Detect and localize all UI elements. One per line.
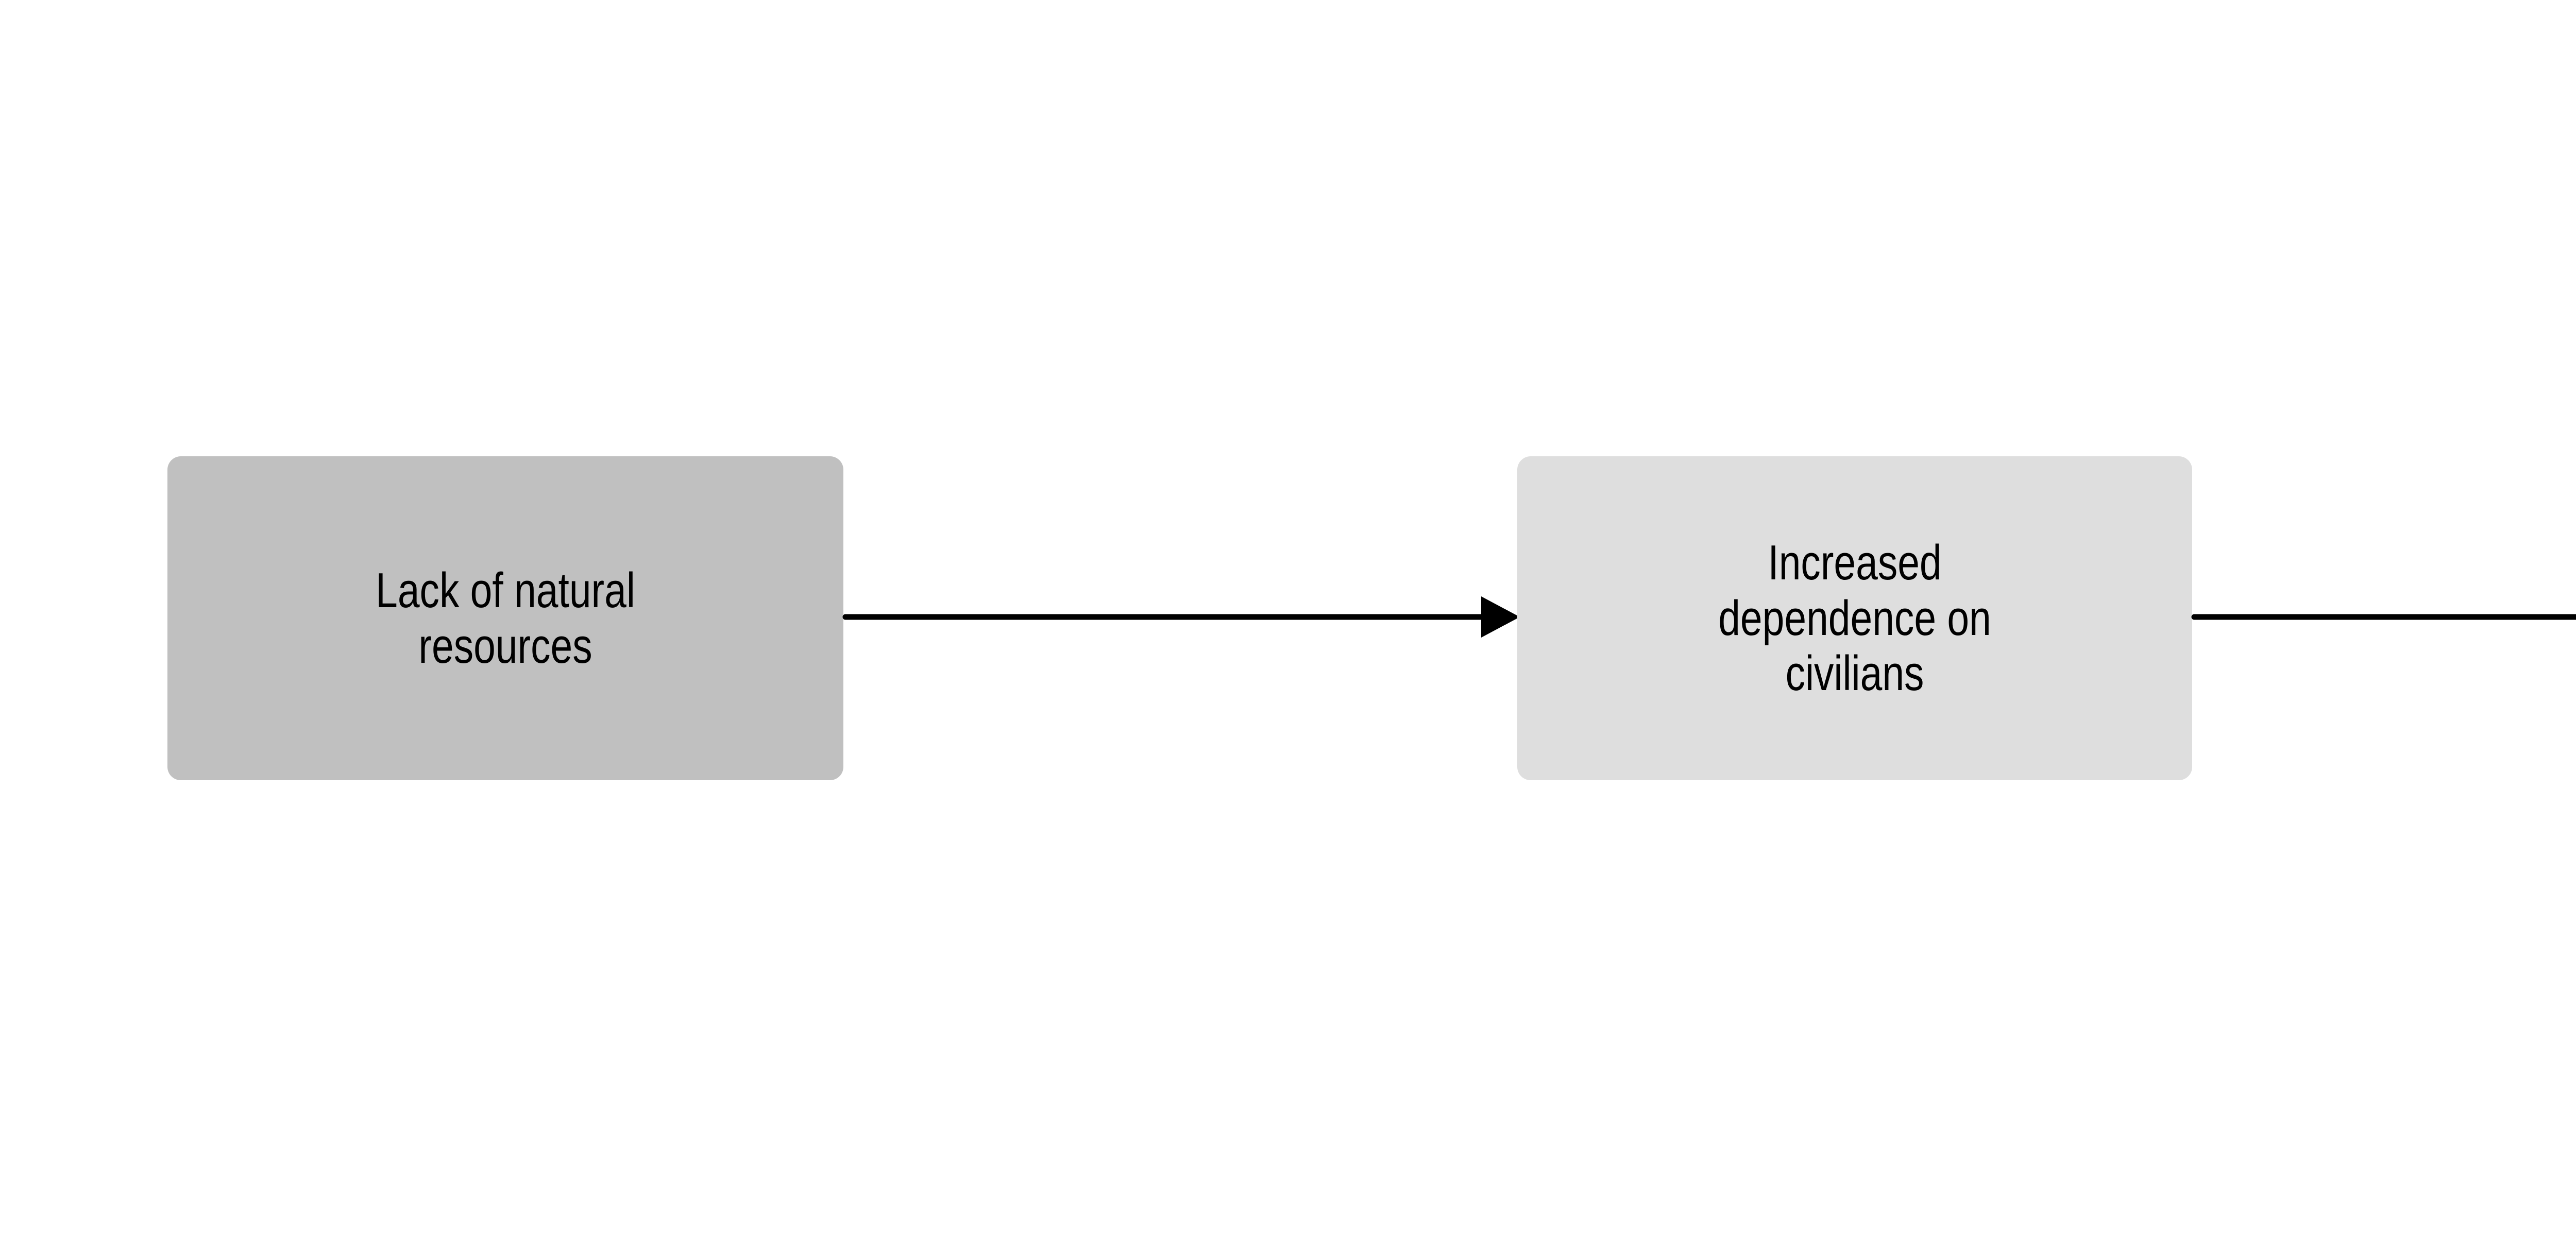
node-lack-of-natural-resources[interactable]: Lack of natural resources bbox=[167, 456, 843, 780]
node-label: Increased dependence on civilians bbox=[1718, 535, 1991, 701]
arrow-right-icon bbox=[842, 596, 1520, 638]
edge-increased-dependence-to-more-responsive-governance bbox=[2191, 582, 2576, 654]
edge-lack-of-natural-resources-to-increased-dependence bbox=[842, 582, 1520, 654]
arrow-right-icon bbox=[2191, 614, 2576, 620]
node-increased-dependence[interactable]: Increased dependence on civilians bbox=[1517, 456, 2192, 780]
node-label: Lack of natural resources bbox=[376, 562, 635, 674]
